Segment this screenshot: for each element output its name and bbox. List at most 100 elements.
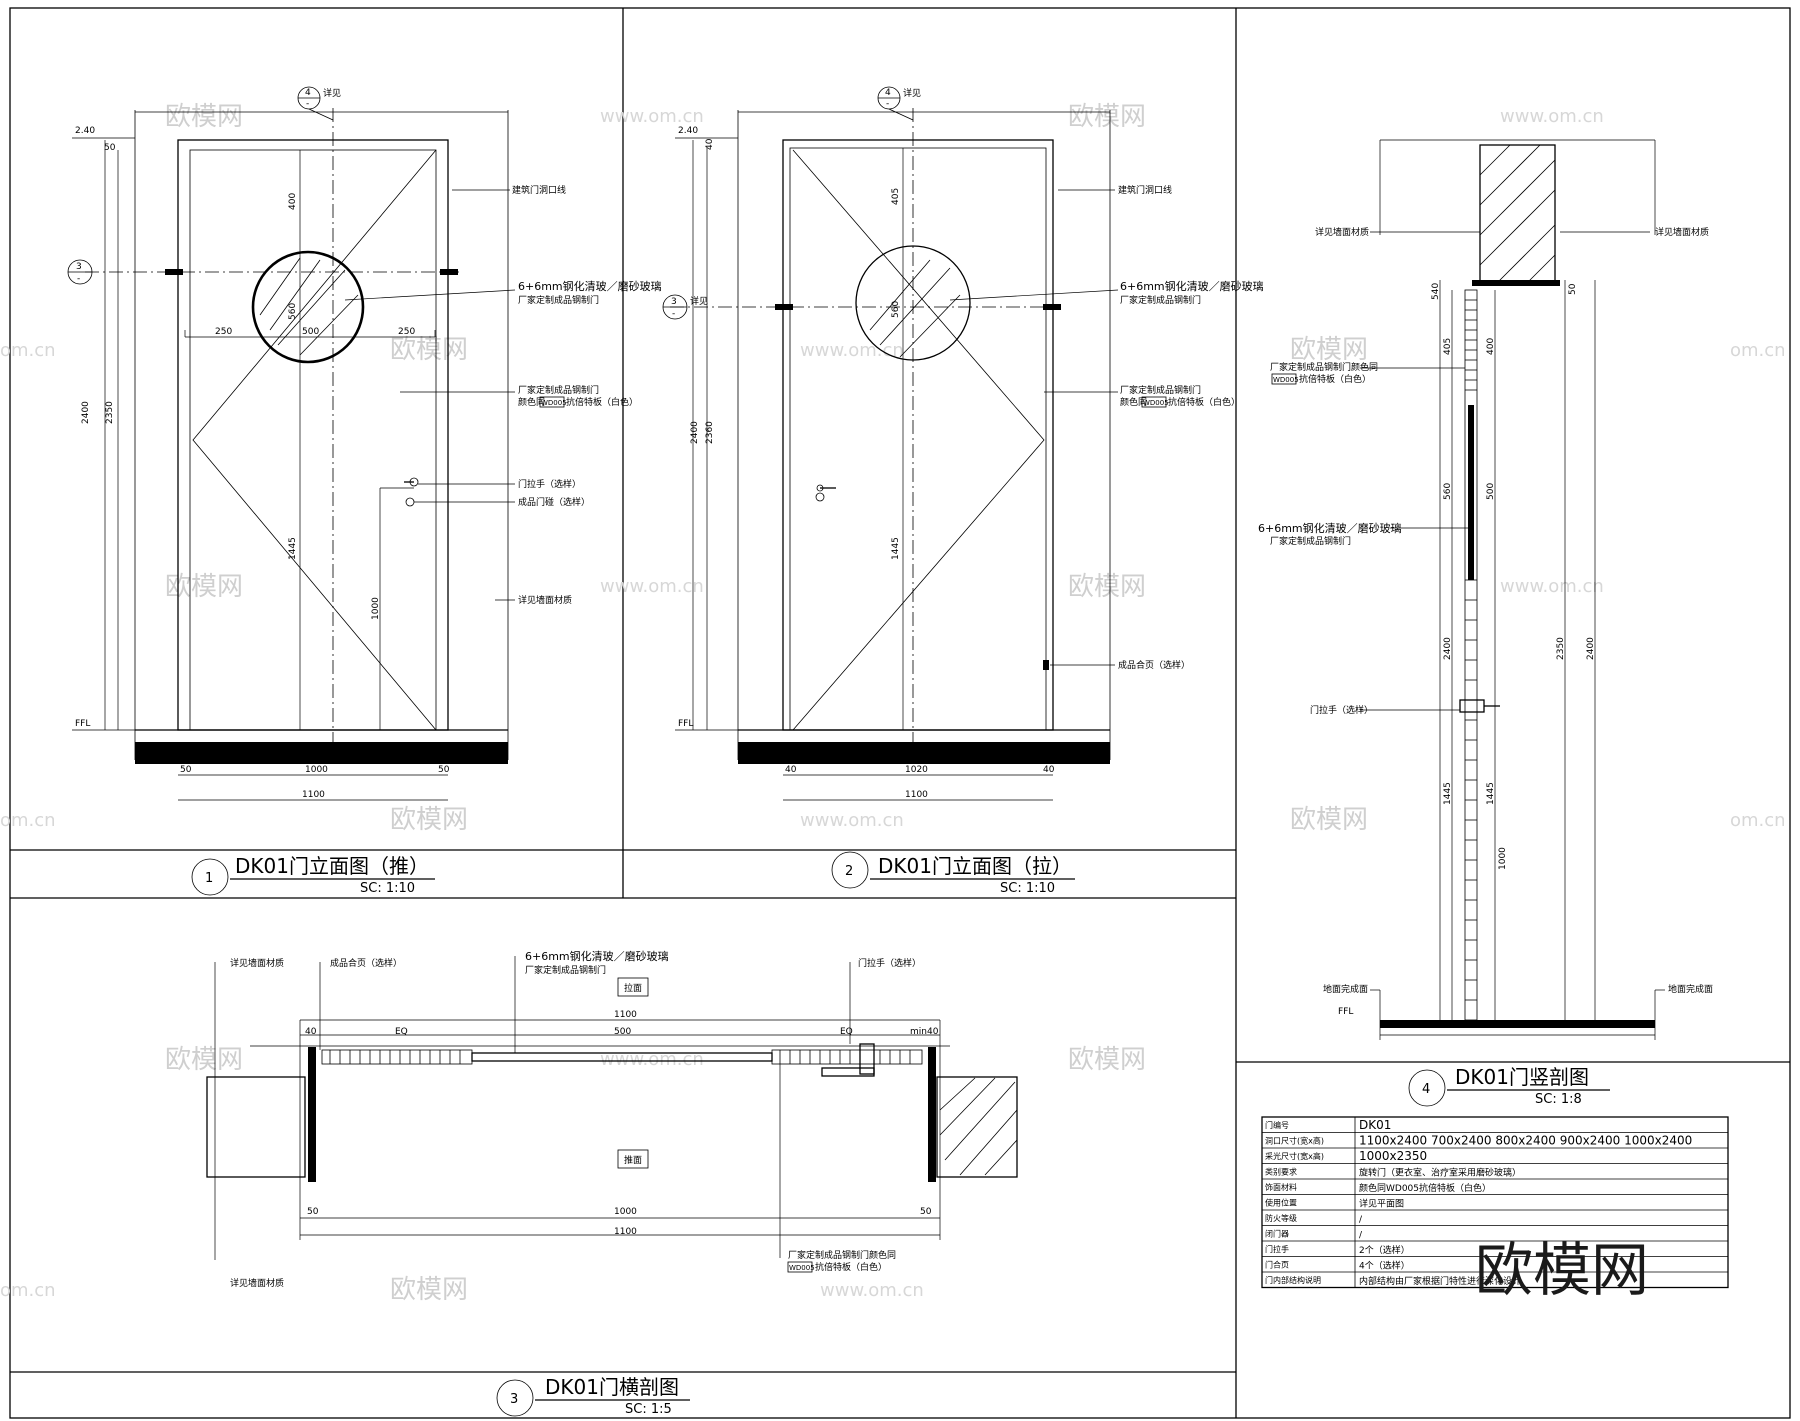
level-ffl: FFL [1338,1007,1353,1017]
door-frame [782,139,1054,731]
svg-text:3: 3 [76,262,82,272]
sheet-frame [9,7,1791,1419]
note-label: 门拉手（选样） [1310,704,1373,716]
note-label: 建筑门洞口线 [512,184,566,196]
table-key: 饰面材料 [1265,1182,1297,1192]
note-label: 成品门碰（选样） [518,496,590,508]
note-label: 地面完成面 [1323,983,1368,995]
watermark-brand: 欧模网 [1068,1045,1146,1075]
dim-width: 1100 [905,790,928,800]
dim-height: 1445 [1486,782,1496,805]
note-label: 厂家定制成品钢制门 [1270,535,1351,547]
note-label: 厂家定制成品钢制门 [1120,384,1201,396]
note-label: 6+6mm钢化清玻／磨砂玻璃 [1120,279,1264,293]
bubble-note: 详见 [323,87,341,99]
note-label: 6+6mm钢化清玻／磨砂玻璃 [1258,521,1402,535]
dim-height: 560 [891,301,901,318]
view-number-bubble [1408,1069,1446,1107]
hinge [1043,660,1049,670]
view-title: DK01门立面图（推） [235,854,429,878]
watermark-site: www.om.cn [600,1049,704,1070]
svg-text:4: 4 [1422,1082,1430,1097]
svg-text:-: - [306,99,309,109]
watermark-site: www.om.cn [600,576,704,597]
floor-finish [1380,1020,1655,1028]
level-ffl: FFL [678,719,693,729]
dim-width: 50 [307,1207,319,1217]
table-value: 4个（选样） [1359,1260,1410,1272]
dim-height: 1445 [891,537,901,560]
elevation-pull-view: 2400 2360 40 405 560 1445 40 1020 40 110… [662,86,1264,896]
note-label: 抗倍特板（白色） [1299,373,1371,385]
floor-slab [738,742,1110,764]
note-label: 厂家定制成品钢制门颜色同 [1270,361,1378,373]
section3-notes: 详见墙面材质 成品合页（选样） 6+6mm钢化清玻／磨砂玻璃 厂家定制成品钢制门… [214,949,921,1289]
note-label: 抗倍特板（白色） [815,1261,887,1273]
note-label: 颜色同 [518,396,545,408]
note-label: 6+6mm钢化清玻／磨砂玻璃 [525,949,669,963]
door-leaf [189,149,437,731]
watermarks: 欧模网 www.om.cn 欧模网 www.om.cn om.cn 欧模网 ww… [0,102,1786,1305]
note-label: 成品合页（选样） [1118,659,1190,671]
svg-text:-: - [672,309,675,319]
round-vision-glass [855,245,971,361]
note-label: 颜色同 [1120,396,1147,408]
dim-width: min40 [910,1027,939,1037]
level-top: 2.40 [678,126,698,136]
material-tag [539,396,565,408]
table-value: 旋转门（更衣室、治疗室采用磨砂玻璃） [1359,1167,1521,1179]
dim-width: 1100 [302,790,325,800]
table-value: DK01 [1359,1118,1391,1132]
watermark-brand: 欧模网 [390,335,468,365]
watermark-site: om.cn [1730,340,1786,361]
watermark-site: om.cn [0,810,56,831]
vertical-section-view: 540 50 405 400 560 500 2400 2350 2400 14… [1258,139,1713,1107]
dim-width: 500 [614,1027,631,1037]
note-label: 详见墙面材质 [1655,226,1709,238]
dim-height: 2400 [1586,637,1596,660]
dim-width: EQ [395,1027,408,1037]
watermark-site: www.om.cn [800,340,904,361]
level-top: 2.40 [75,126,95,136]
view-title: DK01门横剖图 [545,1375,679,1399]
section4-notes: 详见墙面材质 详见墙面材质 厂家定制成品钢制门颜色同 WD005 抗倍特板（白色… [1258,226,1713,995]
watermark-brand: 欧模网 [1068,102,1146,132]
handle-lock [859,1043,875,1075]
watermark-brand: 欧模网 [1290,805,1368,835]
dim-width: 1100 [614,1227,637,1237]
floor-slab [135,742,508,764]
svg-text:-: - [886,99,889,109]
dim-width: 250 [398,327,415,337]
dim-height: 560 [288,303,298,320]
watermark-site: www.om.cn [600,106,704,127]
table-border [1261,1116,1729,1289]
pull-side-tag [617,977,649,997]
watermark-brand: 欧模网 [1068,572,1146,602]
watermark-site: www.om.cn [800,810,904,831]
note-label: 抗倍特板（白色） [1168,396,1240,408]
watermark-brand: 欧模网 [165,1045,243,1075]
dim-height: 500 [1486,483,1496,500]
note-label: 厂家定制成品钢制门 [1120,294,1201,306]
svg-text:1: 1 [205,871,213,886]
note-label: 地面完成面 [1668,983,1713,995]
bubble-note: 详见 [690,295,708,307]
table-key: 防火等级 [1265,1213,1297,1223]
dim-width: 50 [180,765,192,775]
view-title: DK01门竖剖图 [1455,1065,1589,1089]
door-frame [177,139,449,731]
note-label: 厂家定制成品钢制门 [518,294,599,306]
dim-width: 1000 [305,765,328,775]
view-scale: SC: 1:10 [1000,881,1055,896]
svg-text:WD005: WD005 [541,399,567,407]
door-leaf-panel [321,1049,473,1065]
watermark-brand: 欧模网 [390,1275,468,1305]
dim-width: 50 [438,765,450,775]
note-label: 成品合页（选样） [330,957,402,969]
elev2-notes: 建筑门洞口线 6+6mm钢化清玻／磨砂玻璃 厂家定制成品钢制门 厂家定制成品钢制… [949,184,1264,671]
watermark-site: www.om.cn [820,1280,924,1301]
view-scale: SC: 1:10 [360,881,415,896]
dim-width: 40 [305,1027,317,1037]
door-leaf-panel [771,1049,923,1065]
note-label: 详见墙面材质 [230,1277,284,1289]
